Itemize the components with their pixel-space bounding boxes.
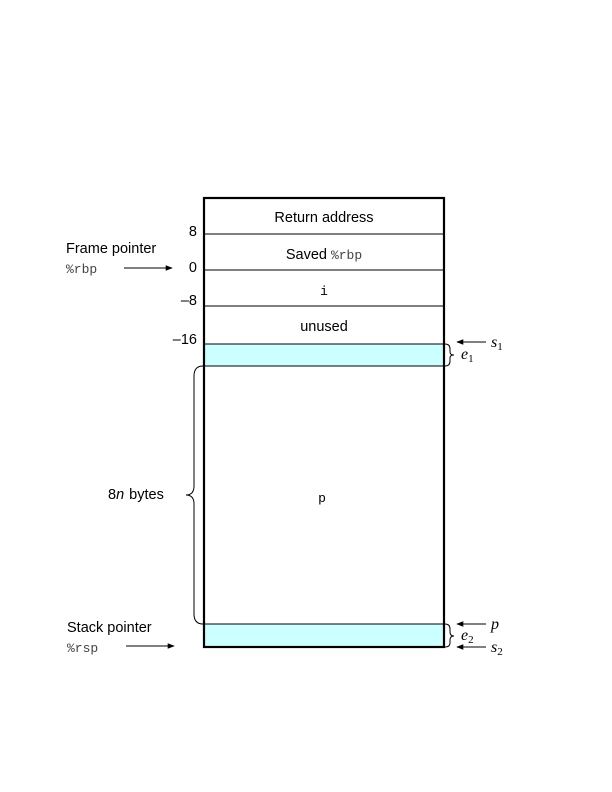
e2-brace bbox=[444, 623, 455, 648]
stack-frame-outline bbox=[202, 196, 446, 649]
p-cell: p bbox=[318, 491, 326, 506]
frame-pointer-register: %rbp bbox=[66, 262, 97, 277]
array-size-brace bbox=[185, 365, 204, 625]
saved-rbp-cell: Saved%rbp bbox=[286, 247, 362, 263]
offset-label-8: 8 bbox=[189, 224, 197, 240]
s1-label: s1 bbox=[491, 334, 503, 353]
s2-label: s2 bbox=[491, 639, 503, 658]
offset-label-0: 0 bbox=[189, 260, 197, 276]
unused-cell: unused bbox=[300, 319, 348, 335]
e1-brace bbox=[444, 343, 455, 367]
offset-label-minus8: –8 bbox=[181, 293, 197, 309]
padding-region-e2 bbox=[204, 624, 444, 647]
frame-pointer-label: Frame pointer bbox=[66, 241, 156, 257]
e1-label: e1 bbox=[461, 346, 474, 365]
p-label: p bbox=[490, 616, 499, 633]
stack-pointer-label: Stack pointer bbox=[67, 620, 152, 636]
return-address-cell: Return address bbox=[274, 210, 373, 226]
padding-region-e1 bbox=[204, 344, 444, 366]
offset-label-minus16: –16 bbox=[173, 332, 197, 348]
e2-label: e2 bbox=[461, 627, 474, 646]
i-cell: i bbox=[320, 284, 328, 299]
stack-pointer-register: %rsp bbox=[67, 641, 98, 656]
